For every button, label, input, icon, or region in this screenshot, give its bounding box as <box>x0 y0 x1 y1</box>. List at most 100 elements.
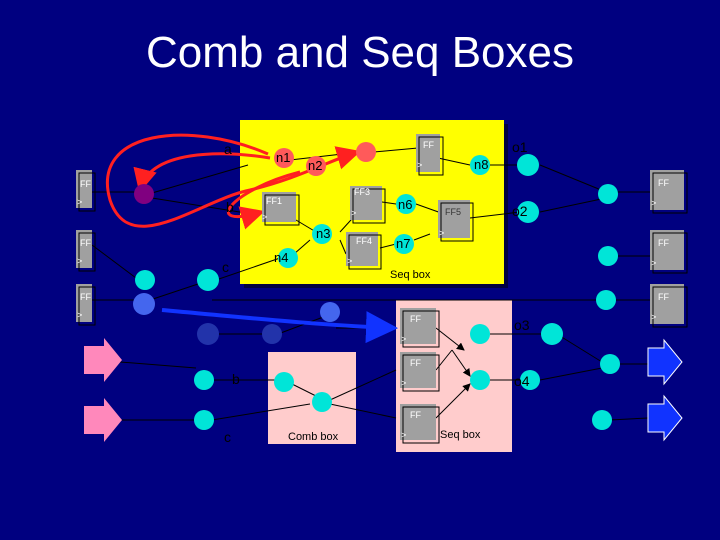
ff-left-1: FF > <box>76 170 96 212</box>
svg-text:>: > <box>401 378 406 388</box>
node-n1 <box>274 148 294 168</box>
node-o4 <box>520 370 540 390</box>
label-b-low: b <box>232 371 240 387</box>
comb-box-pink <box>268 352 356 444</box>
node-comb-1 <box>274 372 294 392</box>
svg-text:FF: FF <box>410 358 421 368</box>
svg-text:FF: FF <box>410 314 421 324</box>
node-n7 <box>394 234 414 254</box>
input-arrow-b <box>84 338 122 382</box>
svg-text:>: > <box>347 256 352 266</box>
output-arrows <box>647 338 683 442</box>
svg-text:>: > <box>651 312 656 322</box>
node-purple <box>134 184 154 204</box>
ff1-block: FF1 > <box>262 192 300 226</box>
node-blue-2 <box>320 302 340 322</box>
ff-right-3: FF > <box>650 284 688 328</box>
node-n2 <box>306 156 326 176</box>
node-o3 <box>541 323 563 345</box>
node-right-4 <box>600 354 620 374</box>
label-o4: o4 <box>514 373 530 389</box>
svg-text:>: > <box>417 160 422 170</box>
ff4-block: FF4 > <box>346 232 382 270</box>
svg-text:FF: FF <box>423 140 434 150</box>
label-comb-box: Comb box <box>288 431 339 443</box>
ff-seq-2: FF > <box>400 352 440 392</box>
label-c-low: c <box>224 429 231 445</box>
svg-text:FF: FF <box>80 238 91 248</box>
svg-text:>: > <box>77 197 82 207</box>
node-b-low <box>194 370 214 390</box>
svg-text:>: > <box>401 430 406 440</box>
node-o2 <box>517 201 539 223</box>
label-o3: o3 <box>514 317 530 333</box>
svg-text:>: > <box>651 258 656 268</box>
label-b: b <box>226 199 234 215</box>
node-c-low <box>194 410 214 430</box>
node-darkblue-1 <box>197 323 219 345</box>
label-a: a <box>224 141 232 157</box>
node-n3 <box>312 224 332 244</box>
node-seq-2 <box>470 370 490 390</box>
svg-text:>: > <box>262 212 267 222</box>
svg-text:FF: FF <box>658 238 669 248</box>
svg-text:FF4: FF4 <box>356 236 372 246</box>
output-arrow-o4 <box>647 394 683 442</box>
svg-text:FF: FF <box>658 178 669 188</box>
node-n4 <box>278 248 298 268</box>
label-n1: n1 <box>276 150 290 165</box>
ff-top-right: FF > <box>416 134 444 176</box>
svg-text:FF1: FF1 <box>266 196 282 206</box>
red-wires <box>106 133 361 230</box>
node-o1 <box>517 154 539 176</box>
label-n4: n4 <box>274 250 288 265</box>
label-seq-box-top: Seq box <box>390 269 431 281</box>
svg-text:>: > <box>77 256 82 266</box>
node-red-top <box>356 142 376 162</box>
ff-left-3: FF > <box>76 284 96 326</box>
label-o1: o1 <box>512 139 528 155</box>
label-seq-box-bottom: Seq box <box>440 429 481 441</box>
svg-text:FF: FF <box>410 410 421 420</box>
ff-right-2: FF > <box>650 230 688 274</box>
label-n3: n3 <box>316 226 330 241</box>
svg-text:FF5: FF5 <box>445 207 461 217</box>
node-darkblue-2 <box>262 324 282 344</box>
svg-text:>: > <box>651 198 656 208</box>
node-n8 <box>470 155 490 175</box>
label-n6: n6 <box>398 197 412 212</box>
ff-right-1: FF > <box>650 170 688 214</box>
node-c-mid <box>197 269 219 291</box>
ff5-block: FF5 > <box>438 200 474 242</box>
svg-text:FF: FF <box>80 292 91 302</box>
svg-text:FF: FF <box>658 292 669 302</box>
svg-text:FF3: FF3 <box>354 187 370 197</box>
labels: a b c n1 n2 n3 n4 n6 n7 n8 o1 o2 o3 o4 b… <box>222 139 530 445</box>
label-o2: o2 <box>512 203 528 219</box>
label-n7: n7 <box>396 236 410 251</box>
svg-text:>: > <box>77 310 82 320</box>
node-right-5 <box>592 410 612 430</box>
label-c: c <box>222 259 229 275</box>
svg-text:>: > <box>351 208 356 218</box>
svg-text:FF: FF <box>80 179 91 189</box>
node-c-input <box>135 270 155 290</box>
node-right-1 <box>598 184 618 204</box>
ff3-block: FF3 > <box>350 186 386 224</box>
page-title: Comb and Seq Boxes <box>145 28 575 77</box>
output-arrow-o3 <box>647 338 683 386</box>
ff-left-2: FF > <box>76 230 96 272</box>
input-arrow-c <box>84 398 122 442</box>
nodes <box>133 142 620 430</box>
label-n8: n8 <box>474 157 488 172</box>
ff-seq-3: FF > <box>400 404 440 444</box>
svg-text:>: > <box>401 334 406 344</box>
ff-seq-1: FF > <box>400 308 440 348</box>
node-n6 <box>396 194 416 214</box>
blue-wire <box>161 308 398 344</box>
node-right-2 <box>598 246 618 266</box>
node-seq-1 <box>470 324 490 344</box>
node-blue-1 <box>133 293 155 315</box>
node-comb-2 <box>312 392 332 412</box>
